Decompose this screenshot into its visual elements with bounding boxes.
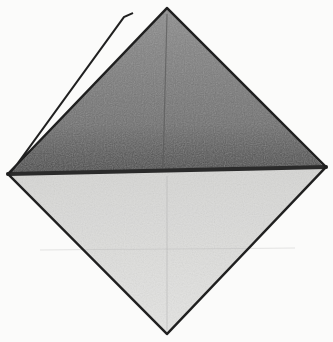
origami-diagram xyxy=(0,0,333,342)
